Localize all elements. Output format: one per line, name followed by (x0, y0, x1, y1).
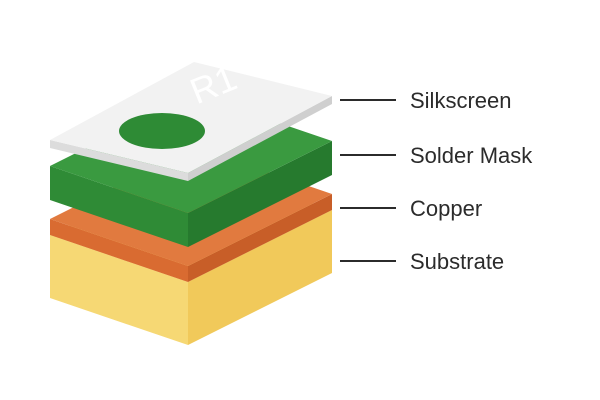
solder-mask-front-face (50, 166, 188, 247)
substrate-side-face (188, 210, 332, 345)
label-substrate: Substrate (410, 249, 504, 274)
silkscreen-side-edge (188, 96, 332, 181)
copper-side-face (188, 194, 332, 282)
label-silkscreen: Silkscreen (410, 88, 511, 113)
label-solder-mask: Solder Mask (410, 143, 533, 168)
silkscreen-top-face (50, 62, 332, 173)
substrate-front-face (50, 235, 188, 345)
silkscreen-layer: R1 (50, 57, 332, 181)
solder-mask-side-face (188, 141, 332, 247)
silkscreen-cutout-hole (119, 113, 205, 149)
label-copper: Copper (410, 196, 482, 221)
silkscreen-front-edge (50, 140, 188, 181)
copper-front-face (50, 219, 188, 282)
